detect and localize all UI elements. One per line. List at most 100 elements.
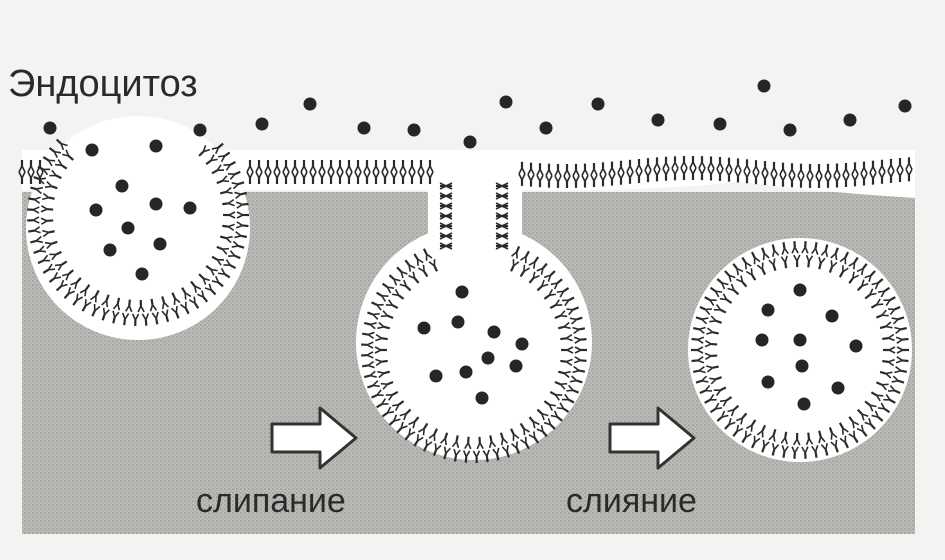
- lipid: [309, 171, 317, 184]
- lipid: [536, 408, 549, 421]
- lipid: [556, 402, 570, 413]
- lipid: [55, 279, 68, 292]
- lipid: [727, 283, 740, 296]
- lipid: [216, 175, 230, 185]
- lipid: [364, 321, 377, 330]
- lipid: [211, 255, 225, 266]
- lipid: [806, 163, 814, 177]
- lipid: [219, 186, 233, 195]
- lipid: [727, 404, 740, 417]
- lipid: [72, 293, 84, 306]
- lipid: [264, 160, 272, 173]
- lipid: [761, 161, 769, 174]
- particle: [429, 369, 443, 383]
- lipid: [878, 159, 886, 173]
- lipid: [599, 174, 607, 187]
- particle: [713, 117, 727, 131]
- lipid: [905, 168, 913, 182]
- particle: [487, 325, 501, 339]
- lipid: [788, 163, 796, 176]
- lipid: [520, 250, 530, 264]
- lipid: [198, 145, 211, 157]
- lipid: [125, 299, 133, 313]
- lipid: [719, 396, 733, 407]
- lipid: [408, 416, 420, 429]
- lipid: [55, 138, 68, 151]
- lipid: [27, 216, 40, 224]
- particle: [255, 117, 269, 131]
- lipid: [40, 205, 54, 213]
- lipid: [33, 176, 47, 185]
- lipid: [563, 175, 571, 188]
- lipid: [40, 217, 54, 225]
- lipid: [496, 242, 509, 250]
- particle: [793, 283, 807, 297]
- lipid: [626, 159, 634, 173]
- lipid: [887, 158, 895, 172]
- lipid: [725, 169, 733, 182]
- lipid: [318, 160, 326, 173]
- lipid: [891, 375, 905, 384]
- lipid: [361, 351, 374, 359]
- particle: [515, 337, 529, 351]
- lipid: [399, 160, 407, 173]
- lipid: [527, 174, 535, 187]
- particle-group: [43, 79, 912, 411]
- lipid: [549, 390, 563, 401]
- lipid: [877, 286, 891, 298]
- lipid: [70, 277, 82, 290]
- lipid: [396, 421, 408, 434]
- lipid: [545, 175, 553, 188]
- lipid: [404, 259, 416, 272]
- lipid: [797, 163, 805, 177]
- lipid: [875, 309, 889, 319]
- lipid: [896, 169, 904, 183]
- lipid: [345, 171, 353, 184]
- lipid: [222, 223, 235, 232]
- particle: [153, 237, 167, 251]
- lipid: [171, 292, 181, 305]
- lipid: [381, 406, 395, 418]
- lipid: [392, 400, 405, 411]
- lipid: [462, 450, 471, 463]
- lipid: [554, 175, 562, 188]
- lipid: [572, 326, 586, 335]
- lipid: [560, 358, 573, 367]
- lipid: [887, 306, 901, 316]
- lipid: [408, 160, 416, 173]
- lipid: [482, 449, 490, 463]
- particle: [591, 97, 605, 111]
- particle: [193, 123, 207, 137]
- lipid: [362, 360, 375, 369]
- lipid: [824, 163, 832, 177]
- lipid: [839, 435, 849, 449]
- lipid: [223, 259, 237, 270]
- lipid: [756, 262, 767, 276]
- lipid: [90, 289, 100, 303]
- particle: [455, 285, 469, 299]
- lipid: [363, 171, 371, 184]
- lipid: [830, 247, 839, 261]
- lipid: [27, 160, 35, 173]
- lipid: [736, 275, 748, 288]
- lipid: [141, 313, 150, 326]
- particle: [303, 97, 317, 111]
- lipid: [439, 232, 452, 240]
- lipid: [716, 278, 729, 290]
- lipid: [848, 416, 860, 429]
- lipid: [653, 157, 661, 170]
- lipid: [896, 158, 904, 171]
- lipid: [550, 278, 563, 290]
- lipid: [691, 336, 705, 344]
- lipid: [181, 287, 192, 300]
- lipid: [896, 346, 909, 354]
- lipid: [689, 156, 697, 169]
- lipid: [635, 170, 643, 183]
- lipid: [562, 296, 575, 307]
- lipid: [28, 196, 41, 204]
- lipid: [573, 356, 587, 364]
- lipid: [42, 229, 55, 238]
- particle: [499, 95, 513, 109]
- particle: [407, 123, 421, 137]
- lipid: [291, 171, 299, 184]
